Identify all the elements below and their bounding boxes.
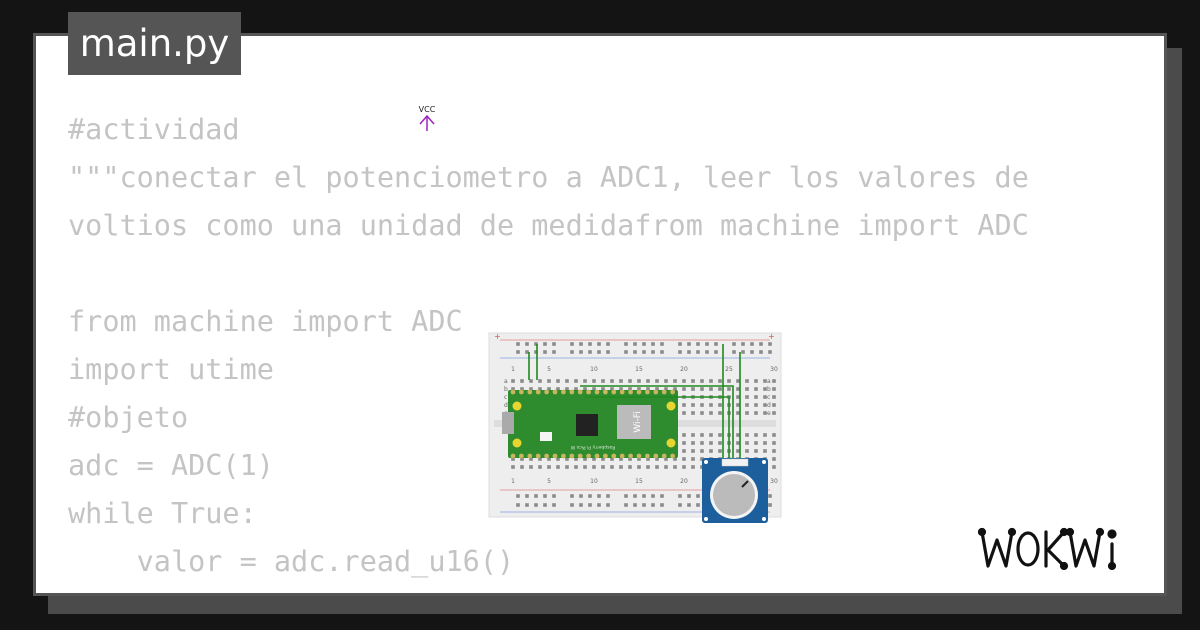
row-label-b: b — [767, 386, 771, 393]
wifi-label: Wi-Fi — [633, 411, 643, 432]
code-line-2: """conectar el potenciometro a ADC1, lee… — [68, 161, 1029, 194]
code-line-5: from machine import ADC — [68, 305, 463, 338]
row-label-b: b — [504, 386, 508, 393]
wires — [528, 344, 741, 462]
row-label-c: c — [767, 394, 770, 401]
column-label-bottom-10: 10 — [590, 478, 598, 485]
column-label-top-10: 10 — [590, 366, 598, 373]
vcc-symbol: VCC — [419, 105, 436, 131]
column-label-bottom-20: 20 — [680, 478, 688, 485]
row-label-c: c — [504, 394, 507, 401]
code-line-10: valor = adc.read_u16() — [68, 545, 515, 578]
column-label-bottom-15: 15 — [635, 478, 643, 485]
column-label-bottom-1: 1 — [511, 478, 515, 485]
usb-connector — [502, 412, 514, 434]
column-label-top-5: 5 — [547, 366, 551, 373]
rp2040-chip — [576, 414, 598, 436]
svg-text:+: + — [768, 332, 775, 341]
row-label-d: d — [504, 402, 508, 409]
code-line-11: voltaje = (valor*3.3)/65535 — [68, 586, 1132, 593]
column-label-top-20: 20 — [680, 366, 688, 373]
pico-label: Raspberry Pi Pico W — [570, 444, 615, 450]
svg-text:+: + — [494, 332, 501, 341]
row-label-e: e — [767, 410, 771, 417]
file-tab[interactable]: main.py — [68, 12, 241, 75]
column-label-bottom-5: 5 — [547, 478, 551, 485]
pico-pins — [510, 389, 675, 459]
column-label-top-25: 25 — [725, 366, 733, 373]
code-line-7: #objeto — [68, 401, 189, 434]
potentiometer[interactable] — [702, 458, 768, 523]
column-label-bottom-30: 30 — [770, 478, 778, 485]
raspberry-pi-pico-w[interactable]: Wi-Fi Raspberry Pi Pico W — [502, 389, 678, 459]
column-label-top-1: 1 — [511, 366, 515, 373]
column-label-top-15: 15 — [635, 366, 643, 373]
wokwi-logo[interactable] — [978, 526, 1150, 576]
code-line-9: while True: — [68, 497, 257, 530]
code-card: #actividad """conectar el potenciometro a… — [33, 33, 1167, 596]
code-line-1: #actividad — [68, 113, 240, 146]
row-label-d: d — [767, 402, 771, 409]
code-editor[interactable]: #actividad """conectar el potenciometro a… — [68, 106, 1132, 593]
potentiometer-knob-indicator — [741, 480, 749, 488]
vcc-label: VCC — [419, 105, 436, 114]
row-label-a: a — [767, 378, 771, 385]
column-label-top-30: 30 — [770, 366, 778, 373]
wifi-module — [617, 405, 651, 439]
row-label-a: a — [504, 378, 508, 385]
code-line-4 — [68, 250, 1132, 298]
code-line-3: voltios como una unidad de medidafrom ma… — [68, 209, 1029, 242]
bootsel-button[interactable] — [540, 432, 552, 441]
code-line-8: adc = ADC(1) — [68, 449, 274, 482]
code-line-6: import utime — [68, 353, 274, 386]
